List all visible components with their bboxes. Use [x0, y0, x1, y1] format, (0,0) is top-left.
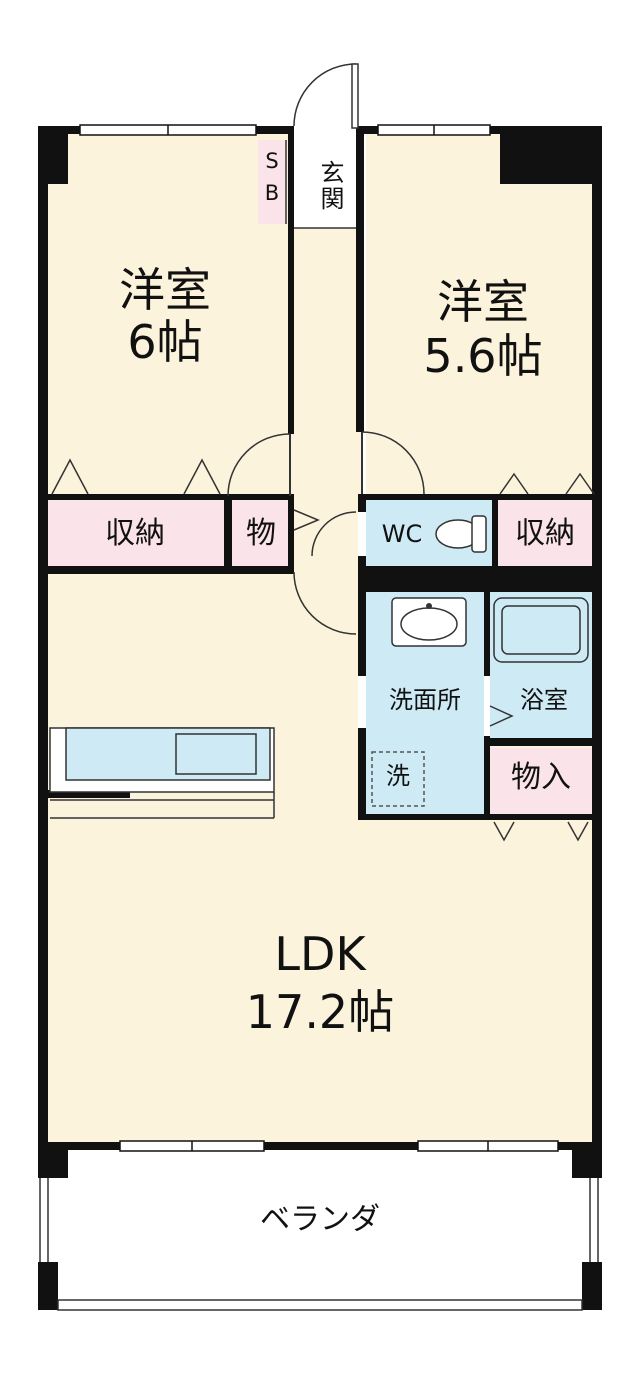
- wall-hall-right: [356, 126, 364, 432]
- entrance-floor: [294, 132, 356, 228]
- closet-left-label: 収納: [105, 516, 165, 551]
- wall-closet-row-bottom: [38, 566, 294, 574]
- ldk-size: 17.2帖: [245, 985, 395, 1039]
- bathtub-icon: [493, 597, 589, 663]
- storage-small-floor: [232, 500, 290, 568]
- storage-room-floor: [490, 748, 592, 814]
- wall-wc-right: [492, 494, 498, 572]
- storage-room-label: 物入: [511, 760, 571, 795]
- veranda-outline: [38, 1178, 602, 1311]
- room-2-door-swing: [361, 431, 425, 495]
- wall-left: [38, 126, 48, 1150]
- shoe-box-label-s: S: [265, 149, 279, 173]
- wall-wet-bottom: [358, 814, 602, 820]
- kitchen-counter-icon: [49, 727, 275, 819]
- western-room-1-name: 洋室: [119, 263, 211, 317]
- closet-left-door-marks: [51, 458, 221, 495]
- entrance-door-swing: [293, 63, 357, 127]
- wall-bath-bottom: [484, 738, 602, 746]
- wall-closet-row-top: [38, 494, 294, 500]
- laundry-label: 洗: [386, 762, 410, 790]
- washroom-label: 洗面所: [389, 686, 461, 714]
- column-top-left: [38, 126, 68, 184]
- wall-wet-top: [358, 566, 602, 592]
- door-gap-wc: [358, 512, 366, 556]
- column-bottom-left: [38, 1142, 68, 1178]
- veranda-label: ベランダ: [260, 1202, 380, 1237]
- entrance-door-leaf: [351, 63, 359, 129]
- laundry-pan: [371, 751, 425, 807]
- wall-wc-left: [358, 494, 366, 816]
- storage-room-door-marks: [493, 821, 589, 842]
- entrance-label: 玄関: [316, 160, 344, 212]
- shoe-box-floor: [258, 140, 286, 224]
- door-gap-bath: [484, 676, 490, 736]
- bath-door-mark: [489, 705, 514, 727]
- wall-hall-left: [288, 126, 294, 434]
- wall-kitchen-stub: [38, 790, 130, 798]
- closet-left-floor: [48, 500, 224, 568]
- column-bottom-right: [572, 1142, 602, 1178]
- closet-right-door-marks: [499, 472, 595, 495]
- sink-icon: [391, 597, 467, 647]
- western-room-1-size: 6帖: [127, 315, 203, 369]
- storage-small-door-swing: [311, 511, 357, 557]
- wall-divider-closet: [224, 494, 232, 572]
- wall-hall-left-lower: [288, 494, 294, 570]
- hall-door-swing: [293, 571, 357, 635]
- storage-small-door-mark: [293, 509, 320, 531]
- wc-label: WC: [381, 520, 423, 548]
- wall-bottom: [38, 1142, 602, 1150]
- western-room-2-name: 洋室: [437, 275, 529, 329]
- room-1-door-swing: [227, 433, 291, 497]
- wall-closet-right-top: [358, 494, 602, 500]
- door-gap-washroom: [358, 676, 366, 728]
- column-top-right: [500, 126, 602, 184]
- western-room-2-size: 5.6帖: [423, 329, 543, 383]
- bathroom-label: 浴室: [520, 686, 568, 714]
- closet-right-floor: [498, 500, 592, 568]
- closet-right-label: 収納: [515, 516, 575, 551]
- ldk-name: LDK: [274, 927, 366, 981]
- toilet-icon: [435, 515, 487, 553]
- wall-right: [592, 126, 602, 1150]
- shoe-box-label-b: B: [264, 181, 280, 205]
- storage-small-label: 物: [246, 516, 276, 551]
- western-room-1-floor: [48, 132, 290, 496]
- western-room-2-floor: [366, 132, 592, 496]
